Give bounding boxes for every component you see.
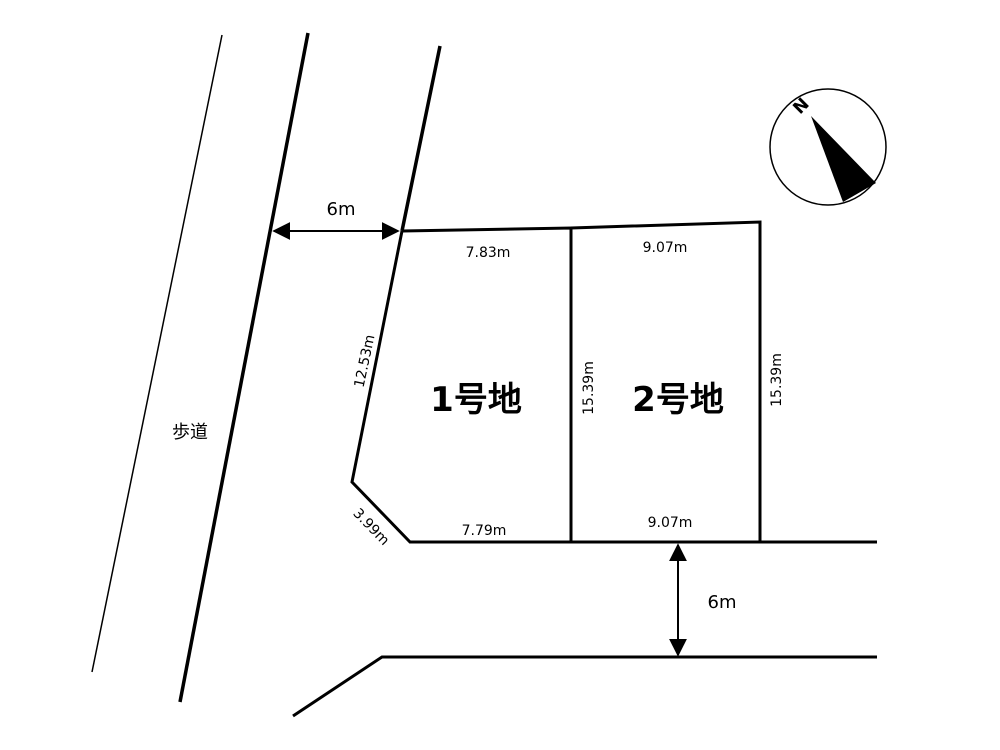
lot-2-boundary [570, 220, 762, 544]
west-road-left-edge [178, 32, 310, 703]
lot-2-top-dimension: 9.07m [643, 240, 688, 256]
lot-1-bottom-dimension: 7.79m [462, 523, 507, 539]
lot-1-west-dimension: 12.53m [352, 333, 379, 389]
south-road-south-edge [292, 655, 877, 718]
west-road-right-edge [400, 45, 442, 232]
sidewalk-label: 歩道 [172, 422, 208, 443]
lot-1-name: 1号地 [430, 380, 522, 420]
lot-1-top-dimension: 7.83m [466, 245, 511, 261]
sidewalk-edge-line [91, 34, 223, 673]
lot-1-corner-cut-dimension: 3.99m [350, 506, 393, 549]
lot-2-bottom-dimension: 9.07m [648, 515, 693, 531]
south-road-width-label: 6m [708, 592, 737, 613]
lot-1-boundary [350, 226, 573, 544]
west-road-width-label: 6m [327, 199, 356, 220]
lot-1-east-dimension: 15.39m [581, 361, 597, 415]
lot-2-name: 2号地 [632, 380, 724, 420]
compass-icon: N [769, 88, 887, 206]
lot-2-east-dimension: 15.39m [769, 353, 785, 407]
